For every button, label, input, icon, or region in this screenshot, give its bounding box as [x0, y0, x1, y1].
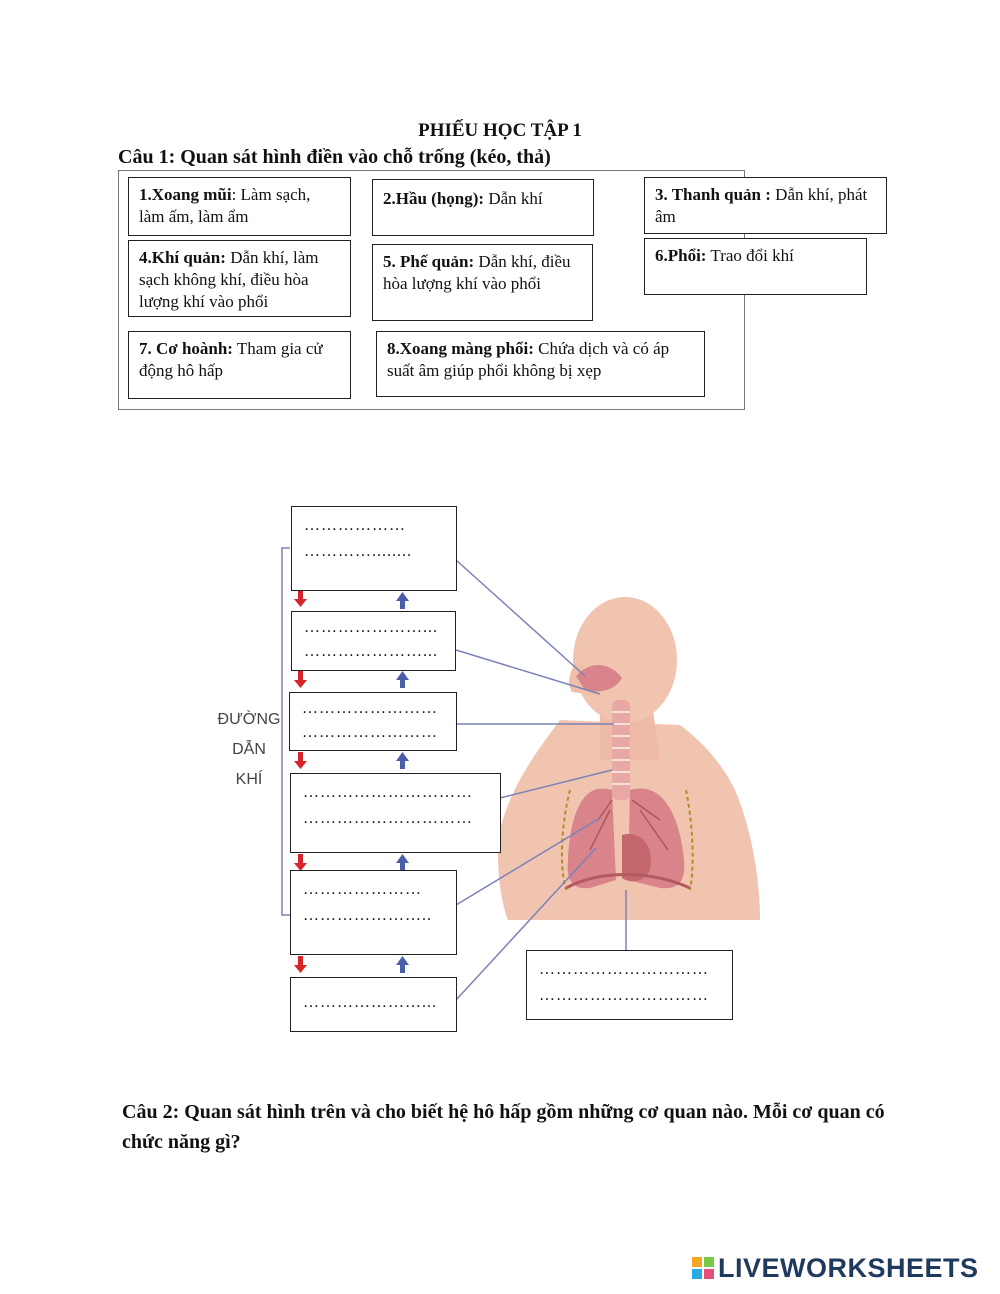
- heart: [622, 834, 651, 882]
- leader-lines: [455, 559, 627, 1001]
- arrow-down-4: [294, 854, 307, 871]
- arrow-down-2: [294, 671, 307, 688]
- card-xoang-mui[interactable]: 1.Xoang mũi: Làm sạch, làm ấm, làm ẩm: [128, 177, 351, 236]
- question-1: Câu 1: Quan sát hình điền vào chỗ trống …: [118, 146, 551, 168]
- drop-zone-6[interactable]: …………………...: [290, 977, 457, 1032]
- card-co-hoanh[interactable]: 7. Cơ hoành: Tham gia cử động hô hấp: [128, 331, 351, 399]
- drop-zone-4[interactable]: ……………………………………………………: [290, 773, 501, 853]
- worksheet-title: PHIẾU HỌC TẬP 1: [418, 120, 582, 141]
- arrow-up-5: [396, 956, 409, 973]
- drop-zone-1[interactable]: …………………………........: [291, 506, 457, 591]
- arrow-down-1: [294, 590, 307, 607]
- card-hau[interactable]: 2.Hầu (họng): Dẫn khí: [372, 179, 594, 236]
- airway-label: ĐƯỜNG DẪN KHÍ: [217, 711, 281, 788]
- card-phe-quan[interactable]: 5. Phế quản: Dẫn khí, điều hòa lượng khí…: [372, 244, 593, 321]
- diaphragm: [565, 873, 691, 890]
- card-thanh-quan[interactable]: 3. Thanh quản : Dẫn khí, phát âm: [644, 177, 887, 234]
- flow-arrows: [294, 590, 409, 973]
- drop-zone-2[interactable]: …………………...…………………...: [291, 611, 456, 671]
- drop-zone-5[interactable]: ……………………………………..: [290, 870, 457, 955]
- arrow-up-2: [396, 671, 409, 688]
- trachea-rings: [612, 711, 630, 785]
- arrow-up-3: [396, 752, 409, 769]
- liveworksheets-logo: LIVEWORKSHEETS: [718, 1253, 979, 1283]
- drop-zone-3[interactable]: …………………………………………: [289, 692, 457, 751]
- head-shape: [573, 597, 677, 723]
- liveworksheets-logo-icon: [692, 1257, 714, 1279]
- arrow-down-3: [294, 752, 307, 769]
- arrow-up-4: [396, 854, 409, 871]
- drop-zone-7[interactable]: ……………………………………………………: [526, 950, 733, 1020]
- pleura-right: [685, 789, 694, 891]
- bronchi: [589, 799, 669, 851]
- card-khi-quan[interactable]: 4.Khí quản: Dẫn khí, làm sạch không khí,…: [128, 240, 351, 317]
- question-2: Câu 2: Quan sát hình trên và cho biết hệ…: [122, 1101, 885, 1153]
- airway-bracket: [281, 547, 290, 916]
- arrow-up-1: [396, 592, 409, 609]
- arrow-down-5: [294, 956, 307, 973]
- card-phoi[interactable]: 6.Phổi: Trao đổi khí: [644, 238, 867, 295]
- nasal-cavity: [576, 664, 622, 692]
- card-xoang-mang-phoi[interactable]: 8.Xoang màng phổi: Chứa dịch và có áp su…: [376, 331, 705, 397]
- left-lung: [567, 788, 616, 889]
